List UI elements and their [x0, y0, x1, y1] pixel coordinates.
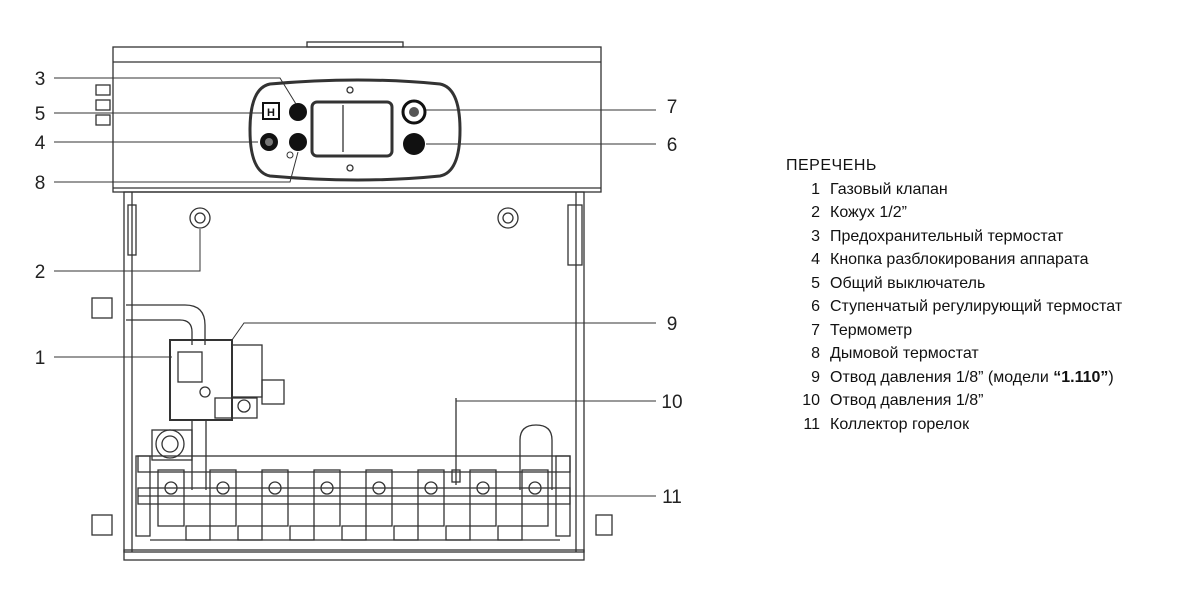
- leader-lines: [54, 77, 656, 497]
- legend-text: Предохранительный термостат: [830, 227, 1064, 245]
- callout-2: 2: [35, 262, 46, 283]
- callout-6: 6: [667, 135, 678, 156]
- legend-num: 2: [811, 204, 820, 221]
- panel-controls: H: [260, 99, 427, 159]
- legend-num: 9: [811, 368, 820, 386]
- callout-3: 3: [35, 69, 46, 90]
- legend-text: Термометр: [830, 321, 913, 339]
- legend-num: 1: [811, 180, 820, 198]
- legend-text: Отвод давления 1/8”: [830, 392, 984, 409]
- legend-num: 5: [811, 274, 820, 292]
- legend-text: Отвод давления 1/8” (модели: [830, 368, 1054, 386]
- legend-item: 8 Дымовой термостат: [786, 342, 1122, 366]
- burner-manifold: [135, 455, 571, 537]
- callout-7: 7: [667, 97, 678, 118]
- legend-item: 10 Отвод давления 1/8”: [786, 389, 1122, 413]
- legend-text-after: ): [1108, 368, 1114, 386]
- parts-legend: ПЕРЕЧЕНЬ 1 Газовый клапан 2 Кожух 1/2” 3 Пр…: [786, 154, 1122, 436]
- legend-text: Ступенчатый регулирующий термостат: [830, 298, 1123, 315]
- callout-4: 4: [35, 133, 46, 154]
- inlet-fitting: [151, 429, 193, 461]
- legend-item: 11 Коллектор горелок: [786, 413, 1122, 437]
- legend-text: Общий выключатель: [830, 274, 986, 292]
- legend-item: 2 Кожух 1/2”: [786, 201, 1122, 225]
- legend-text: Дымовой термостат: [830, 345, 979, 362]
- legend-item: 7 Термометр: [786, 319, 1122, 343]
- legend-text: Кнопка разблокирования аппарата: [830, 251, 1089, 268]
- callout-10: 10: [661, 392, 682, 413]
- legend-num: 4: [811, 251, 820, 268]
- safety-thermostat-knob: [289, 103, 307, 121]
- side-connections: [91, 84, 613, 536]
- callout-9: 9: [667, 314, 678, 335]
- main-switch-mark: H: [267, 107, 275, 119]
- legend-item: 1 Газовый клапан: [786, 178, 1122, 202]
- main-switch: [262, 102, 280, 120]
- legend-num: 7: [811, 321, 820, 339]
- boiler-body: [123, 191, 585, 561]
- flue-thermostat-knob: [289, 133, 307, 151]
- legend-text: Газовый клапан: [830, 180, 948, 198]
- legend-text: Коллектор горелок: [830, 415, 970, 433]
- legend-title: ПЕРЕЧЕНЬ: [786, 157, 877, 174]
- legend-text: Кожух 1/2”: [830, 204, 907, 221]
- stage-thermostat-knob: [403, 133, 425, 155]
- legend-num: 10: [802, 392, 820, 409]
- control-housing: [112, 41, 602, 193]
- callout-11: 11: [662, 487, 682, 508]
- legend-num: 6: [811, 298, 820, 315]
- legend-text-compound: Отвод давления 1/8” (модели “1.110”): [830, 366, 1114, 390]
- callout-1: 1: [35, 348, 46, 369]
- top-fittings: [189, 207, 519, 229]
- callout-8: 8: [35, 173, 46, 194]
- burner-nozzles: [157, 469, 549, 527]
- legend-num: 11: [803, 415, 820, 433]
- legend-item: 6 Ступенчатый регулирующий термостат: [786, 295, 1122, 319]
- burner-base: [150, 525, 560, 541]
- legend-item: 4 Кнопка разблокирования аппарата: [786, 248, 1122, 272]
- pressure-tap-10: [451, 398, 461, 485]
- legend-num: 8: [811, 345, 820, 362]
- legend-item: 5 Общий выключатель: [786, 272, 1122, 296]
- callout-5: 5: [35, 104, 46, 125]
- control-panel: [248, 78, 462, 182]
- legend-item: 3 Предохранительный термостат: [786, 225, 1122, 249]
- return-pipe: [519, 424, 553, 490]
- legend-item: 9 Отвод давления 1/8” (модели “1.110”): [786, 366, 1122, 390]
- gas-valve: [169, 339, 285, 421]
- legend-num: 3: [811, 227, 820, 245]
- legend-text-bold: “1.110”: [1053, 368, 1109, 386]
